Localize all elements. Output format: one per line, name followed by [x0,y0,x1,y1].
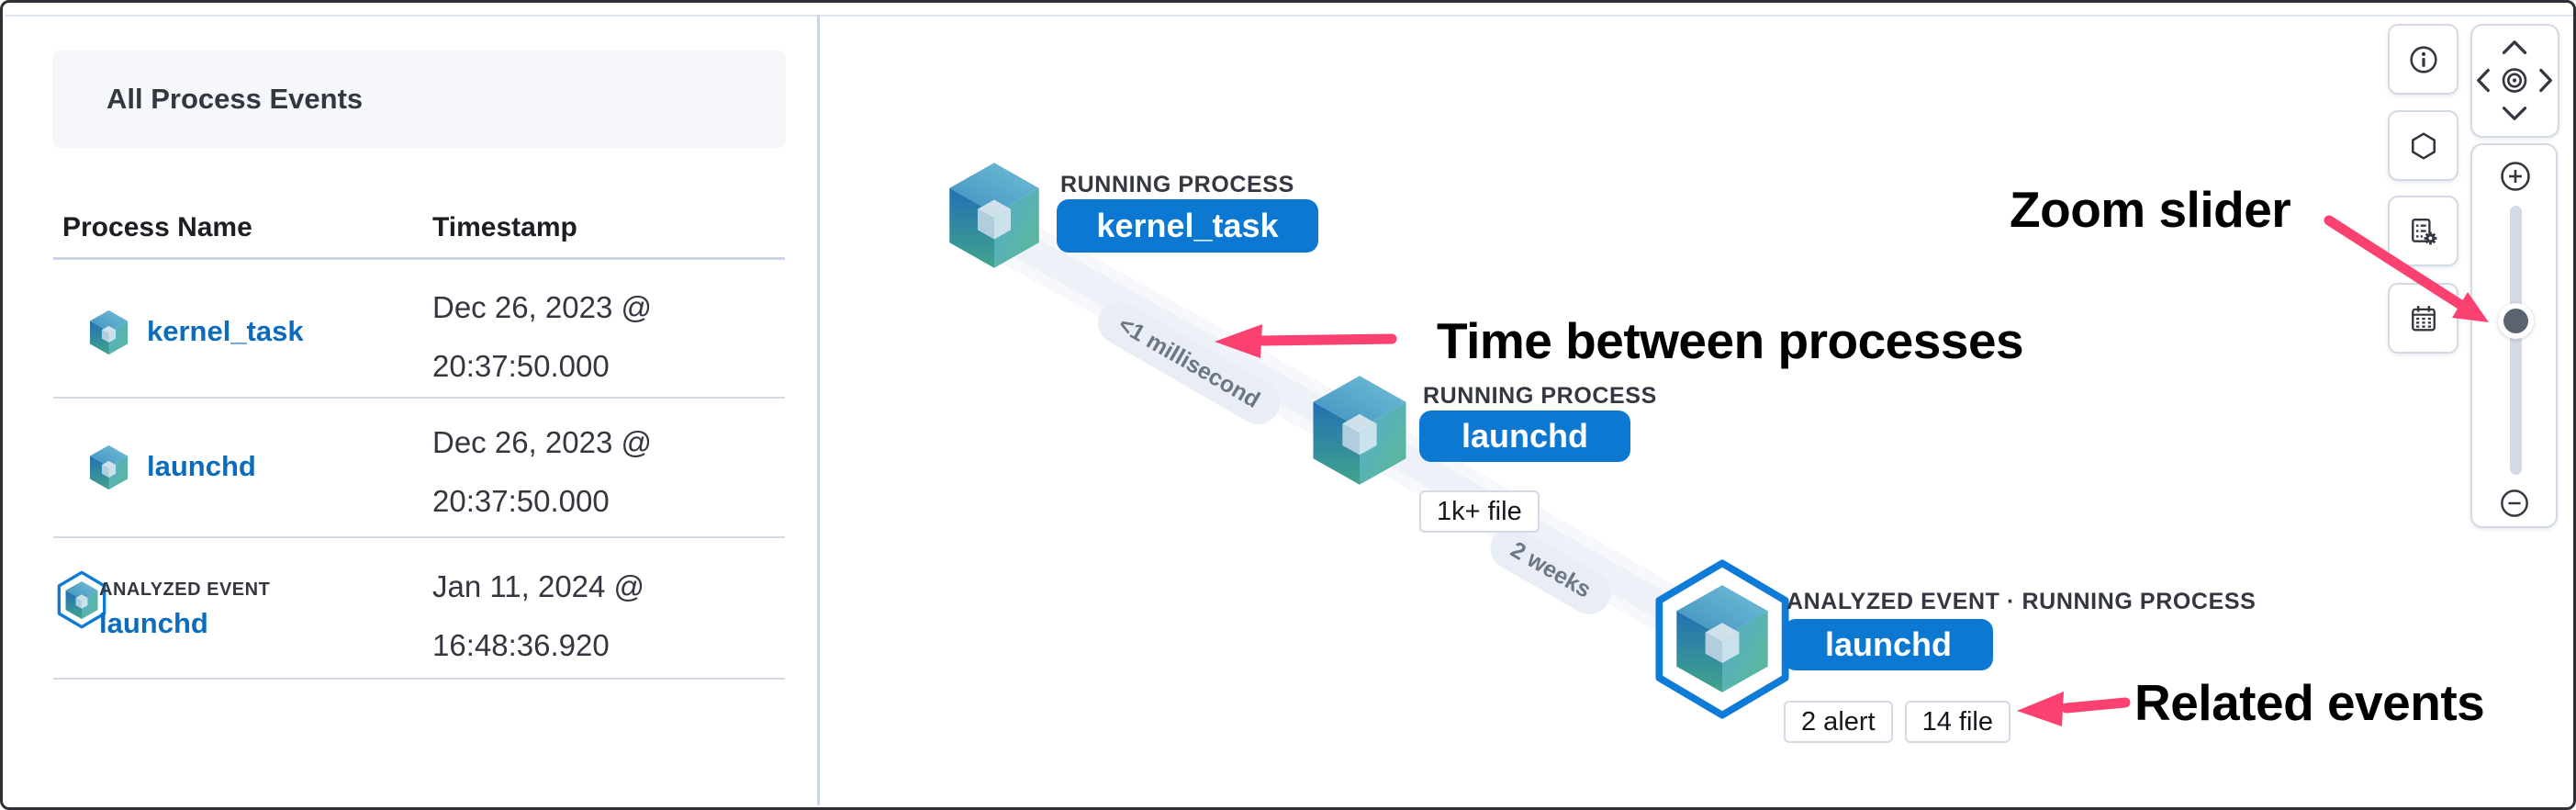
chevron-right-icon[interactable] [2539,68,2552,93]
timestamp-line: Dec 26, 2023 @ [432,425,652,459]
related-alerts-badge[interactable]: 2 alert [1784,701,1893,743]
process-cube-icon[interactable] [1309,374,1410,488]
process-cube-icon [88,444,129,491]
table-header-divider [53,257,785,260]
node-type-label: RUNNING PROCESS [1060,172,1294,197]
panel-header: All Process Events [52,51,786,148]
analyzed-event-hexagon-cube-icon [56,570,107,629]
center-camera-icon[interactable] [2502,68,2527,93]
info-icon [2409,45,2437,73]
process-node-button[interactable]: kernel_task [1057,199,1318,253]
process-node-button[interactable]: launchd [1784,619,1993,670]
process-name-link[interactable]: kernel_task [147,315,304,347]
timestamp-line: Jan 11, 2024 @ [432,569,645,603]
zoom-in-icon[interactable] [2500,161,2531,192]
arrow-to-related-events [2017,692,2131,726]
date-picker-button[interactable] [2388,283,2458,354]
edge-duration-label: 2 weeks [1482,518,1619,623]
chevron-up-icon[interactable] [2502,40,2527,54]
schema-info-button[interactable] [2388,110,2458,181]
timestamp-line: 20:37:50.000 [432,484,610,518]
nodes-settings-button[interactable] [2388,196,2458,266]
row-divider [53,678,785,680]
related-events-badges: 2 alert 14 file [1784,701,2010,743]
panel-divider [817,15,820,805]
process-cube-icon [88,309,129,356]
column-header-process-name: Process Name [62,212,252,242]
zoom-slider-thumb[interactable] [2498,303,2534,339]
hexagon-icon [2411,131,2436,160]
zoom-slider-track[interactable] [2510,206,2522,475]
timestamp-line: Dec 26, 2023 @ [432,290,652,324]
related-files-badge[interactable]: 14 file [1904,701,2010,743]
zoom-slider-panel [2470,143,2558,528]
pan-pad [2470,24,2559,138]
analyzed-event-hexagon-cube-icon[interactable] [1651,557,1794,721]
gear-icon [2424,231,2436,244]
chevron-left-icon[interactable] [2477,68,2490,93]
top-divider [6,15,2573,17]
row-divider [53,397,785,399]
zoom-out-icon[interactable] [2500,489,2529,518]
timestamp-line: 20:37:50.000 [432,349,610,383]
calendar-icon [2411,305,2436,331]
timestamp-cell: Dec 26, 2023 @ 20:37:50.000 [432,413,652,531]
annotation-time-between-processes: Time between processes [1437,312,2024,369]
analyzed-event-tag: ANALYZED EVENT [99,579,271,600]
schema-settings-icon [2411,218,2436,244]
related-events-badge[interactable]: 1k+ file [1419,490,1540,533]
process-node-button[interactable]: launchd [1419,411,1630,462]
chevron-down-icon[interactable] [2502,107,2527,120]
process-name-link[interactable]: launchd [99,607,208,639]
timestamp-cell: Dec 26, 2023 @ 20:37:50.000 [432,278,652,396]
timestamp-line: 16:48:36.920 [432,628,610,662]
arrow-to-edge-duration [1215,324,1397,358]
column-header-timestamp: Timestamp [432,212,577,242]
process-name-link[interactable]: launchd [147,450,256,482]
timestamp-cell: Jan 11, 2024 @ 16:48:36.920 [432,557,644,675]
annotation-related-events: Related events [2134,674,2485,731]
process-cube-icon[interactable] [946,161,1043,274]
node-legend-button[interactable] [2388,24,2458,95]
row-divider [53,536,785,538]
annotation-zoom-slider: Zoom slider [2010,181,2291,238]
panel-title: All Process Events [106,83,364,115]
edge-duration-label: <1 millisecond [1090,293,1288,433]
zoom-slider-thumb-dot [2503,309,2528,333]
node-type-label: RUNNING PROCESS [1423,383,1657,409]
node-type-label: ANALYZED EVENT · RUNNING PROCESS [1786,589,2257,614]
